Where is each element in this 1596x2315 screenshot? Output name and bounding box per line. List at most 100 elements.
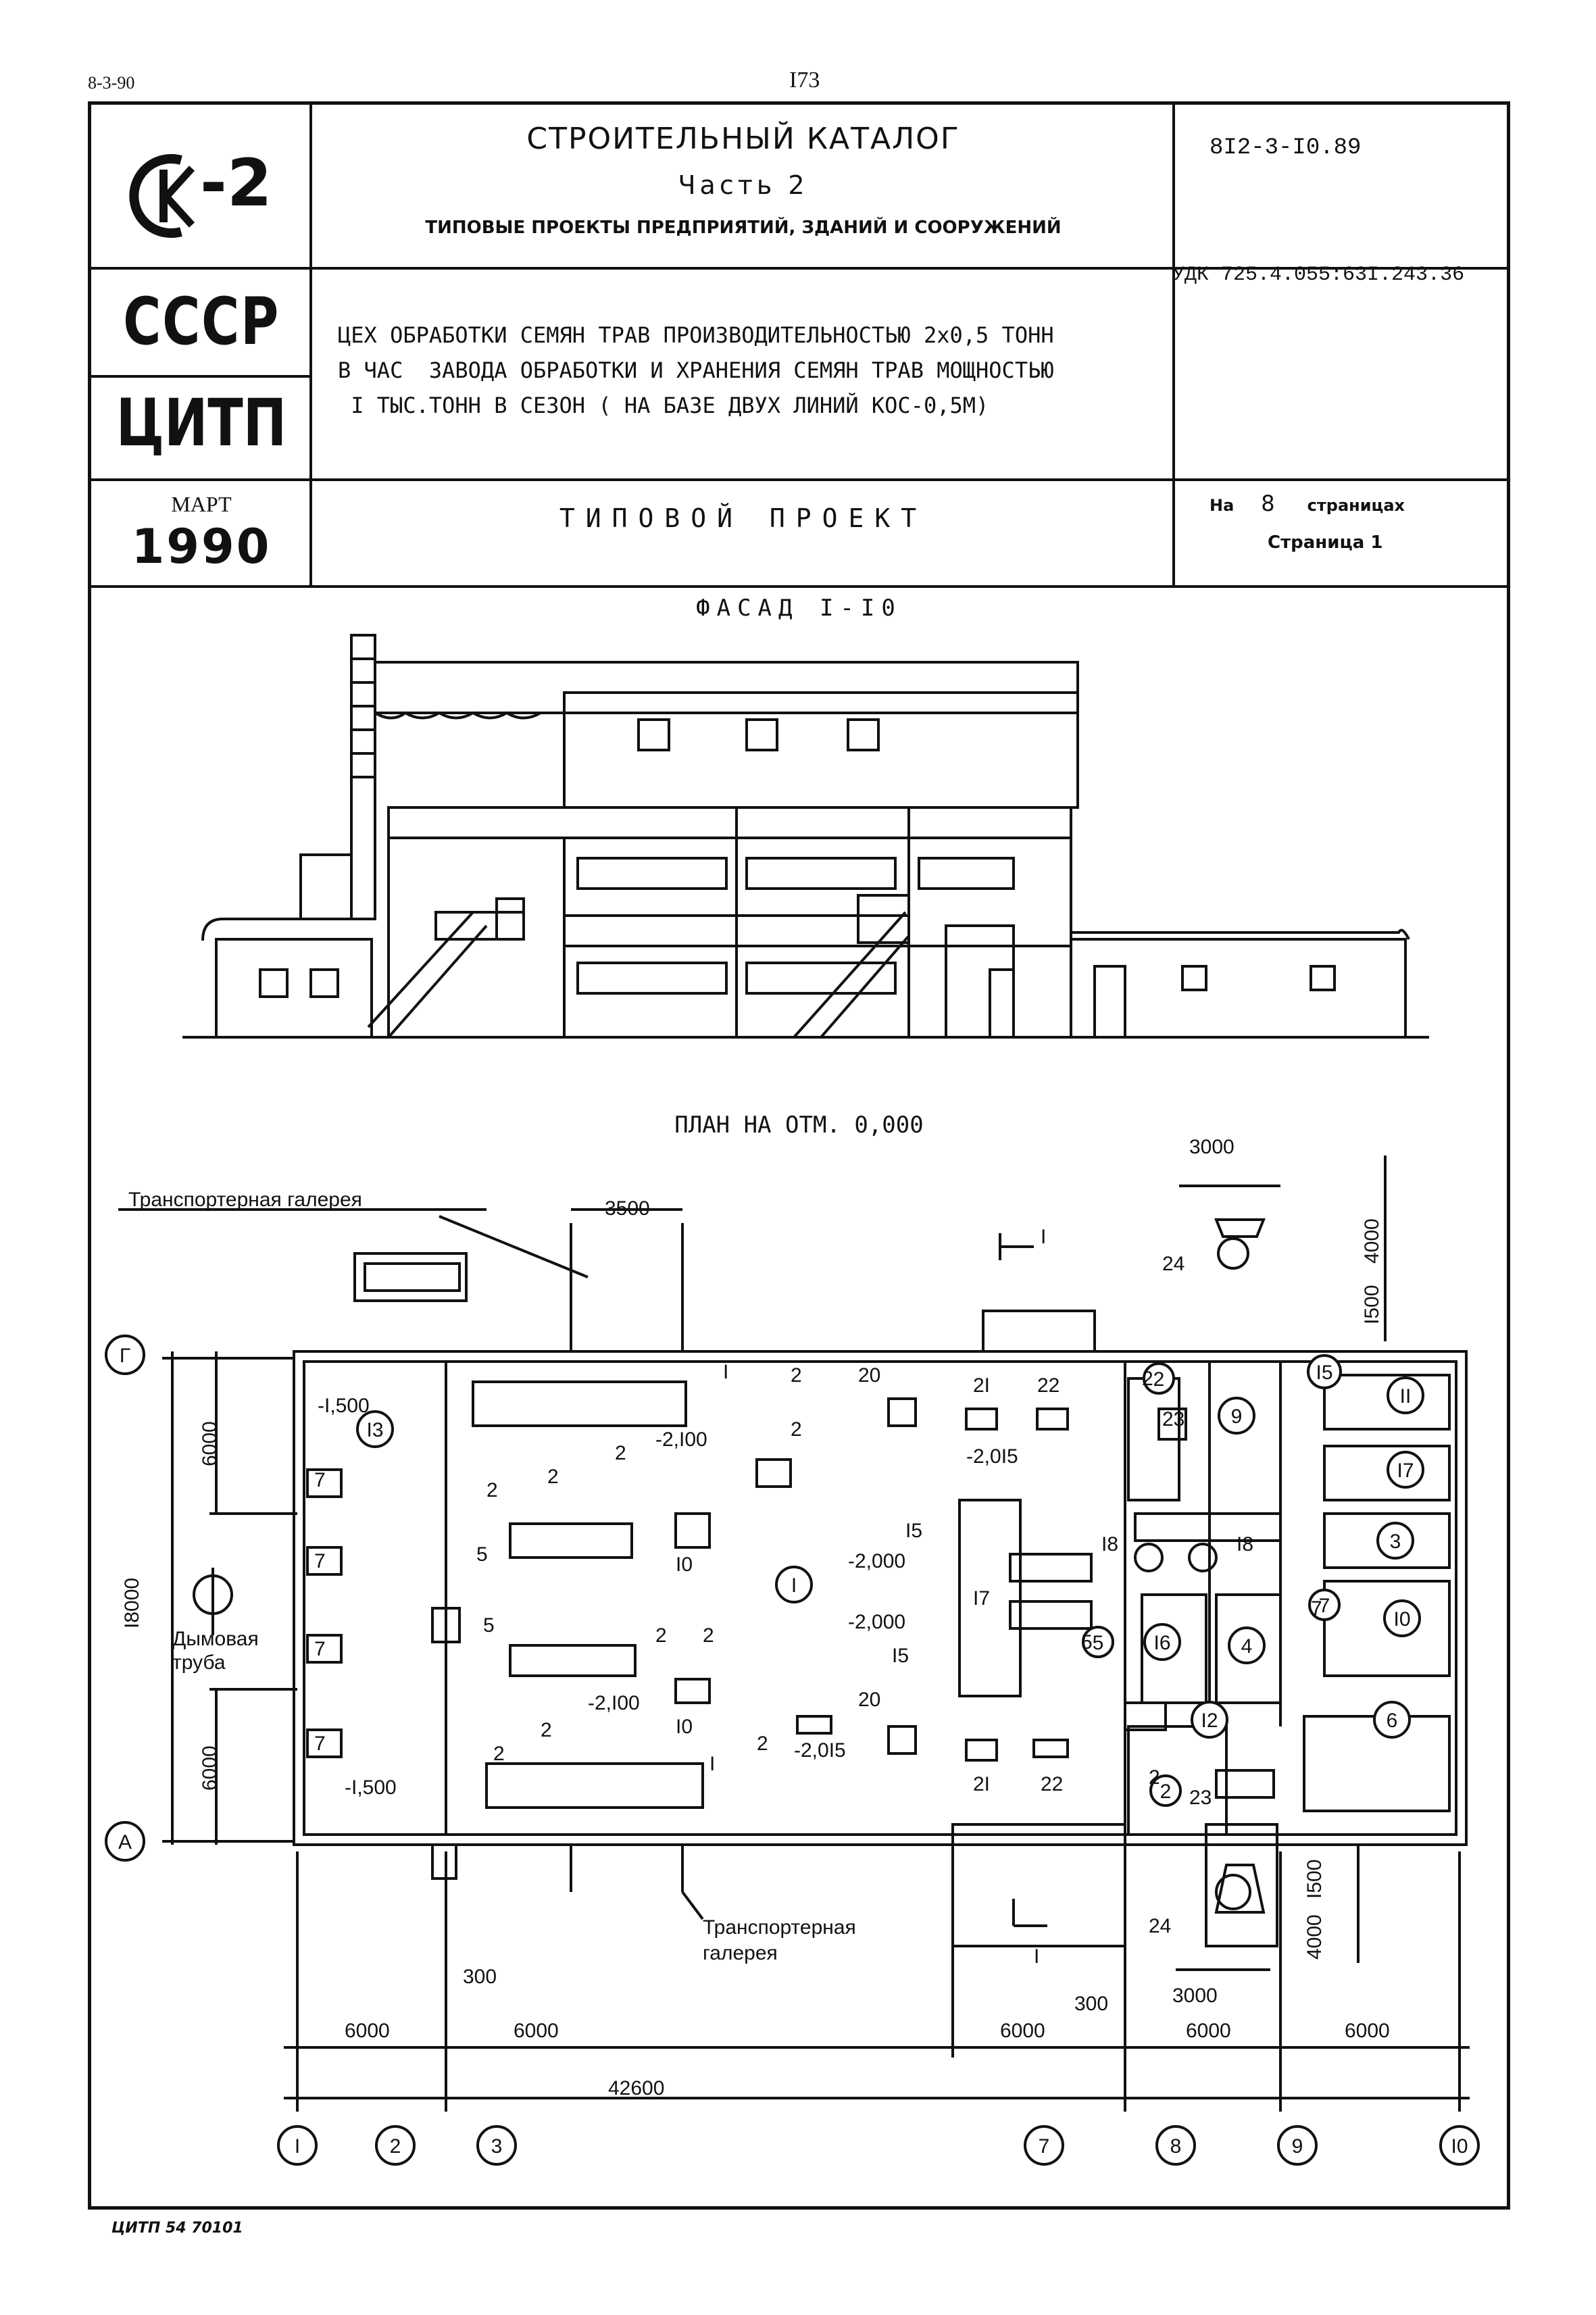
equipment-label: 24 bbox=[1162, 1253, 1184, 1275]
room-number: I6 bbox=[1153, 1632, 1170, 1654]
equipment-label: 7 bbox=[1311, 1597, 1322, 1620]
equipment-label: 22 bbox=[1041, 1773, 1063, 1795]
dimension: 42600 bbox=[608, 2077, 664, 2099]
dimension: 3500 bbox=[605, 1197, 650, 1220]
project-code: 8I2-3-I0.89 bbox=[1210, 135, 1362, 161]
equipment-label: 20 bbox=[858, 1364, 880, 1387]
axis-label: 7 bbox=[1039, 2135, 1050, 2158]
equipment-label: 24 bbox=[1149, 1915, 1171, 1937]
gallery-label-bottom: галерея bbox=[703, 1942, 778, 1964]
equipment-label: I0 bbox=[676, 1716, 693, 1738]
country-label: СССР bbox=[123, 284, 280, 359]
room-number: 2 bbox=[1160, 1781, 1172, 1803]
equipment-label: 2 bbox=[1142, 1368, 1153, 1390]
sheet-code: 8-3-90 bbox=[88, 73, 135, 93]
equipment-label: 7 bbox=[314, 1638, 326, 1660]
sk-logo bbox=[129, 154, 195, 238]
document-type: ТИПОВОЙ ПРОЕКТ bbox=[559, 503, 928, 533]
dimension: 4000 bbox=[1303, 1914, 1326, 1960]
pages-count: 8 bbox=[1261, 491, 1275, 516]
equipment-label: 23 bbox=[1162, 1408, 1184, 1430]
section-mark: I bbox=[1041, 1226, 1046, 1248]
page-number: I73 bbox=[789, 68, 820, 93]
equipment-label: 2 bbox=[547, 1466, 559, 1488]
room-number: 2 bbox=[1153, 1368, 1165, 1391]
equipment-label: 2 bbox=[487, 1479, 498, 1501]
room-number: 4 bbox=[1241, 1635, 1253, 1658]
section-mark: I bbox=[709, 1753, 715, 1775]
equipment-label: 2 bbox=[791, 1418, 802, 1441]
divider bbox=[88, 585, 1510, 588]
axis-label: 2 bbox=[390, 2135, 401, 2158]
equipment-label: 7 bbox=[314, 1733, 326, 1755]
level-mark: -2,0I5 bbox=[794, 1739, 846, 1762]
level-mark: -I,500 bbox=[318, 1395, 370, 1417]
equipment-label: I8 bbox=[1237, 1533, 1253, 1555]
footer-code: ЦИТП 54 70101 bbox=[111, 2220, 243, 2237]
axis-label: Г bbox=[120, 1345, 130, 1367]
logo-text: -2 bbox=[200, 145, 272, 221]
room-number: 5 bbox=[1093, 1632, 1104, 1654]
level-mark: -2,I00 bbox=[655, 1428, 707, 1451]
room-number: I7 bbox=[1397, 1460, 1414, 1482]
dimension: 6000 bbox=[199, 1745, 221, 1791]
equipment-label: I7 bbox=[973, 1587, 990, 1610]
description-line: ЦЕХ ОБРАБОТКИ СЕМЯН ТРАВ ПРОИЗВОДИТЕЛЬНО… bbox=[338, 322, 1054, 348]
equipment-label: 2 bbox=[493, 1743, 505, 1765]
chimney-label: труба bbox=[172, 1651, 226, 1674]
level-mark: -2,I00 bbox=[588, 1692, 640, 1714]
dimension: 3000 bbox=[1172, 1985, 1218, 2007]
equipment-label: 2 bbox=[1149, 1766, 1160, 1789]
equipment-label: I5 bbox=[892, 1645, 909, 1667]
equipment-label: 5 bbox=[483, 1614, 495, 1637]
dimension: 4000 bbox=[1361, 1218, 1383, 1264]
gallery-label-top: Транспортерная галерея bbox=[128, 1189, 362, 1211]
plan-title: ПЛАН НА ОТМ. 0,000 bbox=[674, 1112, 924, 1139]
month-label: МАРТ bbox=[171, 492, 232, 516]
room-number: 9 bbox=[1231, 1405, 1243, 1428]
description-line: I ТЫС.ТОНН В СЕЗОН ( НА БАЗЕ ДВУХ ЛИНИЙ … bbox=[338, 393, 989, 418]
equipment-label: 2I bbox=[973, 1773, 990, 1795]
level-mark: -2,0I5 bbox=[966, 1445, 1018, 1468]
dimension: 6000 bbox=[345, 2020, 390, 2042]
axis-label: 9 bbox=[1292, 2135, 1303, 2158]
equipment-label: I8 bbox=[1101, 1533, 1118, 1555]
dimension: 6000 bbox=[514, 2020, 559, 2042]
level-mark: -2,000 bbox=[848, 1550, 905, 1572]
facade-title: ФАСАД I-I0 bbox=[696, 595, 902, 622]
section-mark: I bbox=[723, 1361, 728, 1383]
equipment-label: 2 bbox=[791, 1364, 802, 1387]
room-number: I0 bbox=[1393, 1608, 1410, 1631]
divider bbox=[309, 101, 312, 587]
dimension: 6000 bbox=[1345, 2020, 1390, 2042]
section-mark: I bbox=[1034, 1945, 1039, 1968]
dimension: 6000 bbox=[1186, 2020, 1231, 2042]
room-number: I2 bbox=[1201, 1710, 1218, 1732]
equipment-label: 2 bbox=[615, 1442, 626, 1464]
dimension: I500 bbox=[1303, 1860, 1326, 1899]
room-number: II bbox=[1400, 1385, 1412, 1408]
equipment-label: 5 bbox=[1081, 1631, 1093, 1653]
year-label: 1990 bbox=[131, 519, 272, 574]
udk-code: УДК 725.4.055:63I.243.36 bbox=[1172, 264, 1465, 287]
equipment-label: 2I bbox=[973, 1374, 990, 1397]
divider bbox=[88, 267, 1510, 270]
dimension: I500 bbox=[1361, 1285, 1383, 1324]
dimension: 300 bbox=[463, 1966, 497, 1988]
equipment-label: 7 bbox=[314, 1550, 326, 1572]
divider bbox=[1172, 101, 1175, 587]
level-mark: -2,000 bbox=[848, 1611, 905, 1633]
catalog-subtitle: ТИПОВЫЕ ПРОЕКТЫ ПРЕДПРИЯТИЙ, ЗДАНИЙ И СО… bbox=[425, 218, 1062, 238]
pages-suffix: страницах bbox=[1307, 496, 1405, 515]
current-page: Страница 1 bbox=[1268, 532, 1383, 553]
axis-label: 8 bbox=[1170, 2135, 1182, 2158]
equipment-label: 5 bbox=[476, 1543, 488, 1566]
level-mark: -I,500 bbox=[345, 1776, 397, 1799]
dimension: 300 bbox=[1074, 1993, 1108, 2015]
dimension: 3000 bbox=[1189, 1136, 1235, 1158]
description-line: В ЧАС ЗАВОДА ОБРАБОТКИ И ХРАНЕНИЯ СЕМЯН … bbox=[338, 357, 1054, 383]
divider bbox=[88, 375, 311, 378]
